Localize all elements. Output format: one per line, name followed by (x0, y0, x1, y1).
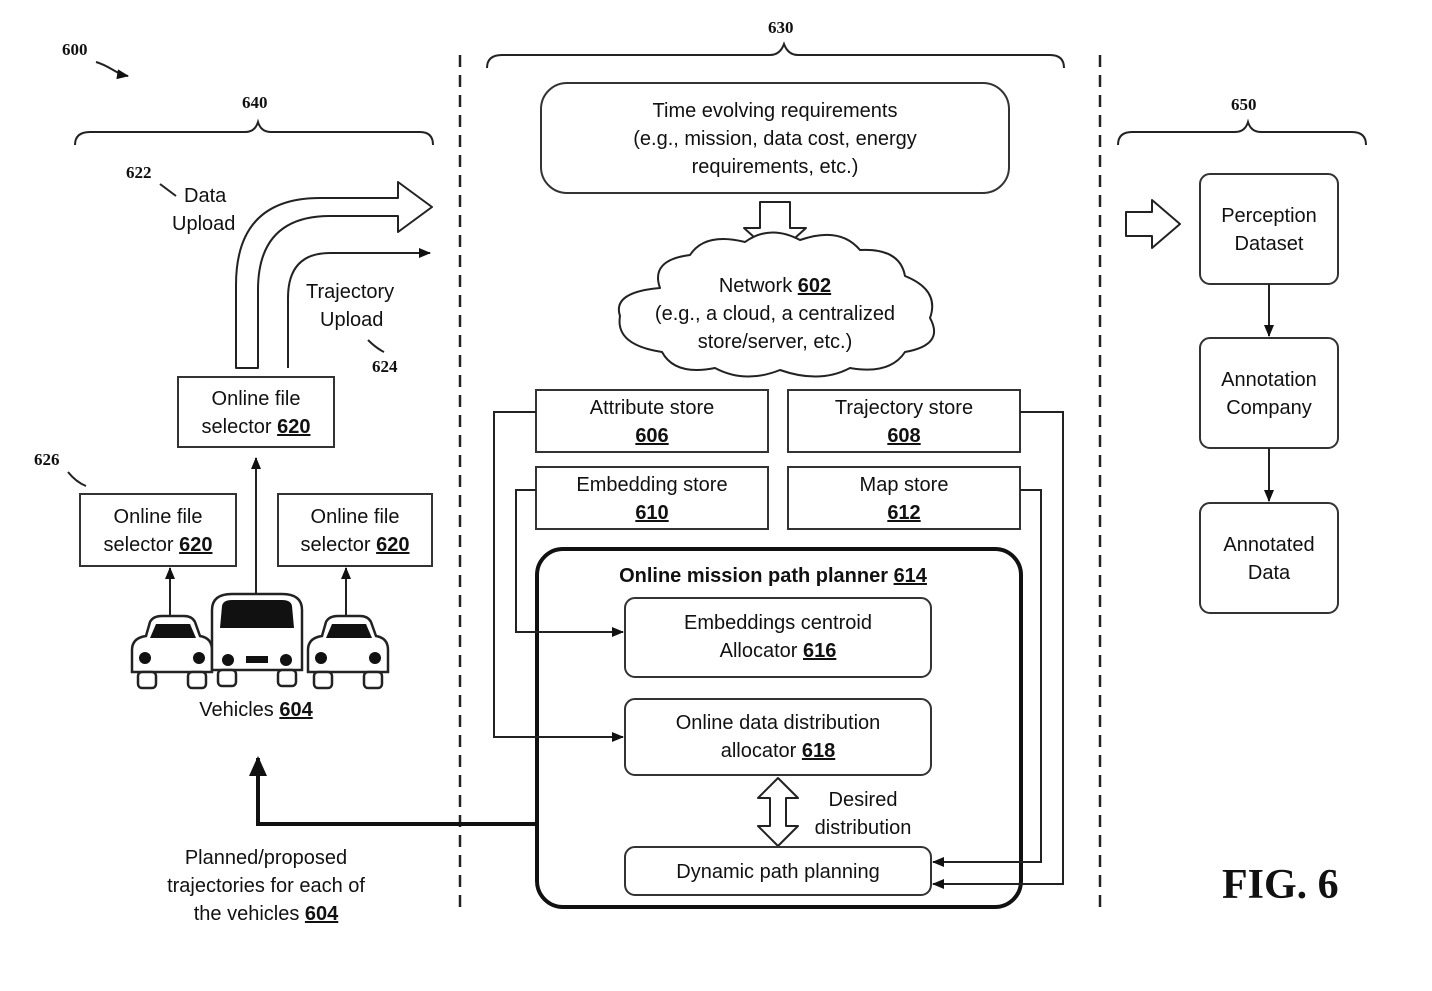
svg-text:Desired: Desired (829, 789, 898, 811)
desired-distribution-label: Desired distribution (815, 789, 912, 839)
svg-text:trajectories for each of: trajectories for each of (167, 875, 365, 897)
svg-text:624: 624 (372, 357, 398, 376)
svg-text:Embeddings centroid: Embeddings centroid (684, 612, 872, 634)
attribute-to-distribution-line (494, 412, 623, 737)
system-ref: 600 (62, 40, 128, 76)
perception-dataset: Perception Dataset (1200, 174, 1338, 284)
desired-distribution-arrow (758, 778, 798, 846)
svg-text:640: 640 (242, 93, 268, 112)
svg-text:Online mission path planner 61: Online mission path planner 614 (619, 565, 928, 587)
centroid-allocator: Embeddings centroid Allocator 616 (625, 598, 931, 677)
svg-text:Online file: Online file (114, 506, 203, 528)
svg-text:requirements, etc.): requirements, etc.) (692, 156, 859, 178)
map-to-dynamic-line (933, 490, 1041, 862)
requirements-box: Time evolving requirements (e.g., missio… (541, 83, 1009, 193)
svg-text:selector 620: selector 620 (202, 416, 311, 438)
svg-text:610: 610 (635, 502, 668, 524)
annotation-company: Annotation Company (1200, 338, 1338, 448)
svg-text:600: 600 (62, 40, 88, 59)
van-icon (212, 594, 302, 686)
svg-text:(e.g., mission, data cost, ene: (e.g., mission, data cost, energy (633, 128, 916, 150)
figure-label: FIG. 6 (1222, 862, 1339, 908)
svg-text:Data: Data (1248, 562, 1291, 584)
svg-text:Annotation: Annotation (1221, 369, 1317, 391)
file-selector-right: Online file selector 620 (278, 494, 432, 566)
distribution-allocator: Online data distribution allocator 618 (625, 699, 931, 775)
svg-text:Annotated: Annotated (1223, 534, 1314, 556)
trajectory-store: Trajectory store 608 (788, 390, 1020, 452)
dynamic-path-planning: Dynamic path planning (625, 847, 931, 895)
svg-text:Dataset: Dataset (1235, 233, 1304, 255)
svg-text:Time evolving requirements: Time evolving requirements (653, 100, 898, 122)
svg-text:Network 602: Network 602 (719, 275, 831, 297)
svg-text:Map store: Map store (860, 474, 949, 496)
svg-text:store/server, etc.): store/server, etc.) (698, 331, 853, 353)
svg-text:Trajectory: Trajectory (306, 281, 394, 303)
svg-text:630: 630 (768, 18, 794, 37)
vehicles-label: Vehicles 604 (199, 699, 313, 721)
planned-trajectories-label: Planned/proposed trajectories for each o… (167, 847, 365, 925)
brace-640: 640 (75, 93, 433, 145)
data-upload-arrow (236, 182, 432, 368)
svg-text:606: 606 (635, 425, 668, 447)
svg-text:Allocator 616: Allocator 616 (720, 640, 837, 662)
svg-text:selector 620: selector 620 (301, 534, 410, 556)
svg-text:Embedding store: Embedding store (576, 474, 727, 496)
svg-text:626: 626 (34, 450, 60, 469)
svg-text:selector 620: selector 620 (104, 534, 213, 556)
file-selector-left: Online file selector 620 (80, 494, 236, 566)
trajectory-upload-label: Trajectory Upload 624 (306, 281, 398, 376)
brace-630: 630 (487, 18, 1064, 68)
selectors-ref: 626 (34, 450, 86, 486)
car-left-icon (132, 616, 212, 688)
svg-text:Upload: Upload (320, 309, 383, 331)
svg-text:650: 650 (1231, 95, 1257, 114)
svg-text:Perception: Perception (1221, 205, 1317, 227)
brace-650: 650 (1118, 95, 1366, 145)
svg-text:622: 622 (126, 163, 152, 182)
svg-text:Data: Data (184, 185, 227, 207)
svg-text:Online file: Online file (212, 388, 301, 410)
svg-text:distribution: distribution (815, 817, 912, 839)
svg-text:612: 612 (887, 502, 920, 524)
data-upload-label: 622 Data Upload (126, 163, 235, 235)
svg-text:608: 608 (887, 425, 920, 447)
svg-text:allocator 618: allocator 618 (721, 740, 836, 762)
svg-text:Company: Company (1226, 397, 1312, 419)
svg-text:Dynamic path planning: Dynamic path planning (676, 861, 879, 883)
map-store: Map store 612 (788, 467, 1020, 529)
svg-text:Attribute store: Attribute store (590, 397, 715, 419)
svg-text:Trajectory store: Trajectory store (835, 397, 973, 419)
planned-trajectories-arrow (258, 758, 538, 824)
input-to-perception-arrow (1126, 200, 1180, 248)
svg-text:Planned/proposed: Planned/proposed (185, 847, 347, 869)
network-cloud: Network 602 (e.g., a cloud, a centralize… (619, 232, 934, 376)
svg-text:Upload: Upload (172, 213, 235, 235)
embedding-store: Embedding store 610 (536, 467, 768, 529)
svg-text:the vehicles 604: the vehicles 604 (194, 903, 339, 925)
svg-text:Online data distribution: Online data distribution (676, 712, 881, 734)
annotated-data: Annotated Data (1200, 503, 1338, 613)
car-right-icon (308, 616, 388, 688)
svg-text:Online file: Online file (311, 506, 400, 528)
file-selector-top: Online file selector 620 (178, 377, 334, 447)
svg-text:(e.g., a cloud, a centralized: (e.g., a cloud, a centralized (655, 303, 895, 325)
attribute-store: Attribute store 606 (536, 390, 768, 452)
